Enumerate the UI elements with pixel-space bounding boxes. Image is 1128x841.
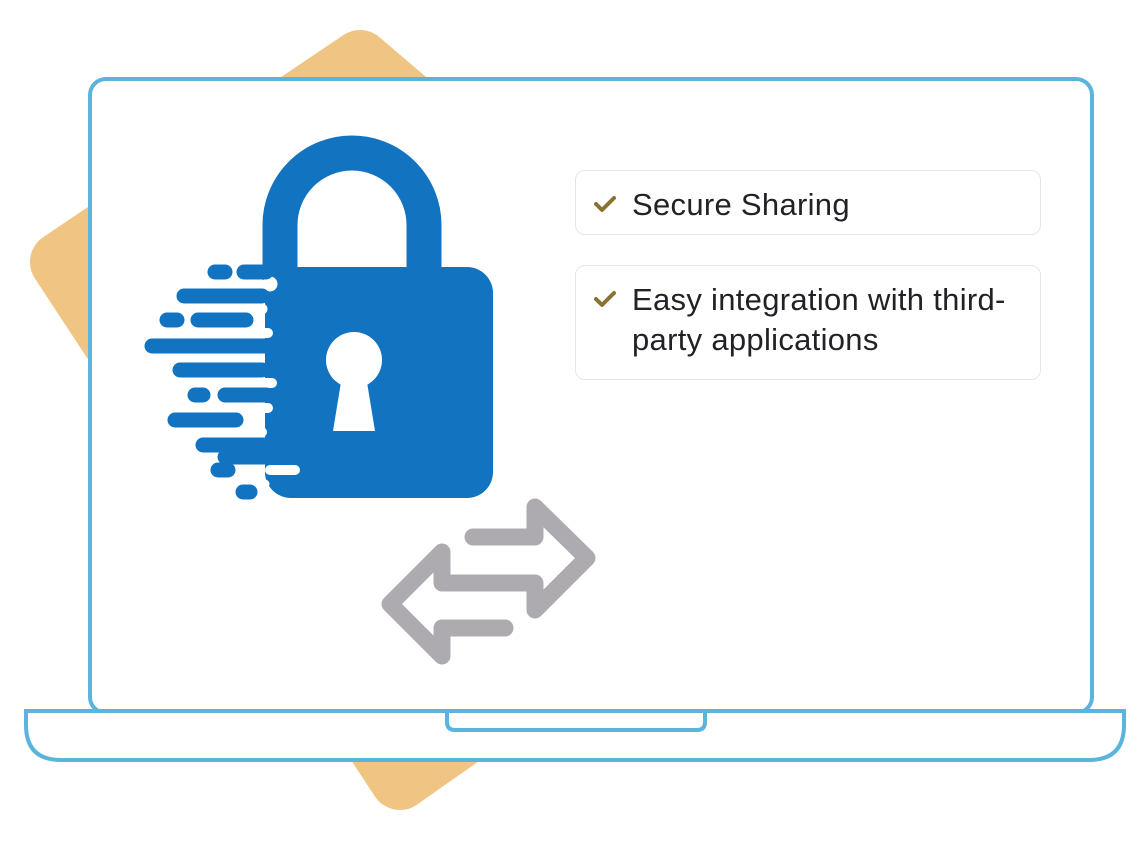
feature-secure-sharing: Secure Sharing	[575, 170, 1041, 235]
check-icon	[594, 196, 616, 212]
lock-speed-lines	[144, 264, 300, 500]
lock-icon	[144, 135, 493, 500]
lock-shackle	[262, 135, 442, 280]
feature-easy-integration: Easy integration with third-party applic…	[575, 265, 1041, 380]
keyhole	[326, 332, 382, 388]
exchange-arrows-icon	[381, 498, 596, 665]
laptop-notch	[445, 711, 707, 732]
check-icon	[594, 291, 616, 307]
keyhole-slot	[333, 370, 375, 431]
feature-label: Secure Sharing	[632, 187, 850, 222]
feature-label: Easy integration with third-party applic…	[632, 282, 1006, 357]
lock-body	[265, 267, 493, 498]
laptop-base	[24, 709, 1126, 762]
